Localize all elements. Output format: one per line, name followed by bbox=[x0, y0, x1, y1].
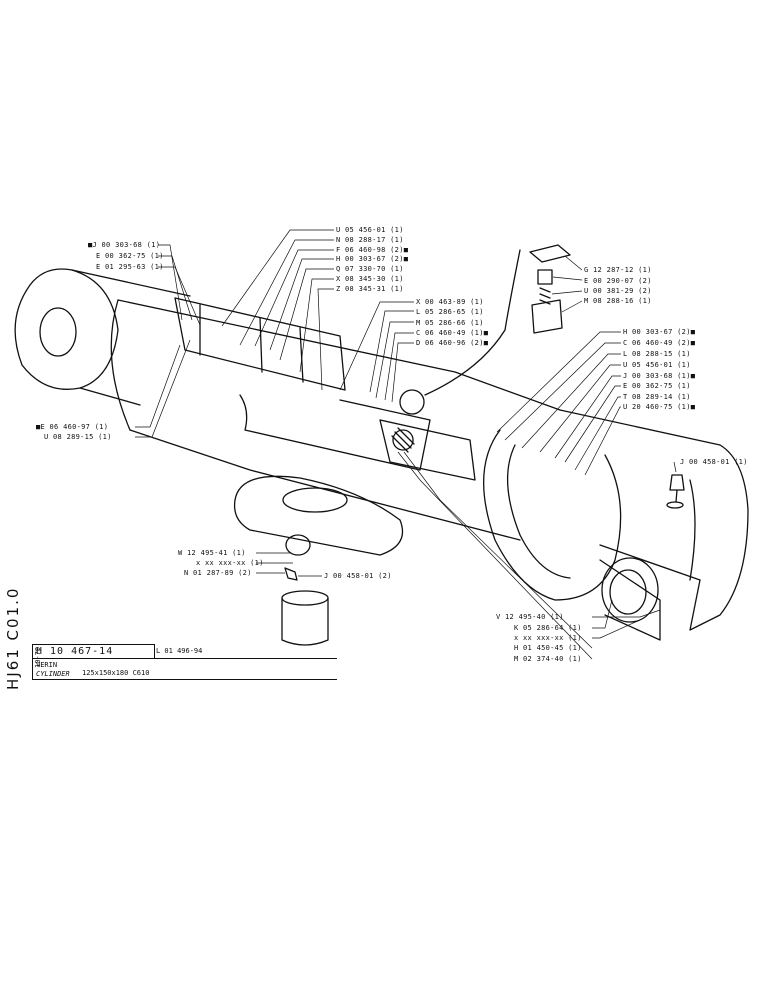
fitting-ring bbox=[285, 534, 311, 556]
grease-spring bbox=[539, 287, 551, 305]
part-label: ■E 06 460-97 (1) bbox=[36, 423, 109, 431]
mount-eye bbox=[233, 475, 404, 556]
rod-eye-outer bbox=[14, 268, 119, 390]
part-label: H 00 303-67 (2)■ bbox=[336, 255, 409, 263]
part-label: E 01 295-63 (1) bbox=[96, 263, 164, 271]
rod-body-right bbox=[559, 409, 721, 581]
part-label: x xx xxx-xx (1) bbox=[196, 559, 264, 567]
part-label: M 08 288-16 (1) bbox=[584, 297, 652, 305]
gland-housing bbox=[174, 297, 346, 391]
part-label: C 06 460-49 (2)■ bbox=[623, 339, 696, 347]
part-label: ■J 00 303-68 (1) bbox=[88, 241, 161, 249]
detail-circle bbox=[399, 389, 425, 415]
barrel-outline-left bbox=[110, 299, 131, 431]
part-label: X 08 345-30 (1) bbox=[336, 275, 404, 283]
part-name-fr: VERIN bbox=[36, 661, 58, 669]
grease-block bbox=[531, 299, 563, 334]
part-label: Z 08 345-31 (1) bbox=[336, 285, 404, 293]
part-label: U 20 460-75 (1)■ bbox=[623, 403, 696, 411]
part-label: D 06 460-96 (2)■ bbox=[416, 339, 489, 347]
part-label: T 08 289-14 (1) bbox=[623, 393, 691, 401]
grease-nipple-low bbox=[284, 567, 298, 581]
part-label: W 12 495-41 (1) bbox=[178, 549, 246, 557]
part-label: H 00 303-67 (2)■ bbox=[623, 328, 696, 336]
part-label: C 06 460-49 (1)■ bbox=[416, 329, 489, 337]
part-label: x xx xxx-xx (1) bbox=[514, 634, 582, 642]
part-spec: 125x150x180 C610 bbox=[82, 669, 150, 677]
part-label: M 02 374-40 (1) bbox=[514, 655, 582, 663]
rod-eye-bore bbox=[39, 307, 77, 357]
part-label: F 06 460-98 (2)■ bbox=[336, 246, 409, 254]
rod-body bbox=[71, 269, 191, 406]
part-label: U 05 456-01 (1) bbox=[336, 226, 404, 234]
grease-nut bbox=[537, 269, 553, 285]
part-label: U 08 289-15 (1) bbox=[44, 433, 112, 441]
part-label: L 08 288-15 (1) bbox=[623, 350, 691, 358]
part-label: X 00 463-89 (1) bbox=[416, 298, 484, 306]
head-flange bbox=[482, 429, 622, 601]
part-label: J 00 303-68 (1)■ bbox=[623, 372, 696, 380]
part-label: E 00 290-07 (2) bbox=[584, 277, 652, 285]
part-label: E 00 362-75 (1) bbox=[623, 382, 691, 390]
grease-nipple-right bbox=[669, 474, 685, 491]
part-label: N 08 288-17 (1) bbox=[336, 236, 404, 244]
barrel-bottom-edge bbox=[129, 429, 521, 541]
part-label: K 05 286-64 (1) bbox=[514, 624, 582, 632]
pin-eye bbox=[601, 557, 659, 623]
part-label: V 12 495-40 (1) bbox=[496, 613, 564, 621]
piston-block bbox=[379, 419, 476, 481]
bush-body bbox=[281, 597, 329, 646]
alt-reference: L 01 496-94 bbox=[156, 647, 203, 655]
part-label: H 01 450-45 (1) bbox=[514, 644, 582, 652]
part-label: N 01 287-89 (2) bbox=[184, 569, 252, 577]
end-cap bbox=[689, 444, 749, 631]
part-label: L 05 286-65 (1) bbox=[416, 308, 484, 316]
part-label: Q 07 330-70 (1) bbox=[336, 265, 404, 273]
bush-top bbox=[281, 590, 329, 606]
part-label: G 12 287-12 (1) bbox=[584, 266, 652, 274]
grease-cap bbox=[529, 244, 571, 263]
document-code: HJ61 C01.0 bbox=[4, 586, 22, 690]
bottom-nipple-label: J 00 458-01 (2) bbox=[324, 572, 392, 580]
part-label: U 05 456-01 (1) bbox=[623, 361, 691, 369]
cutaway-section bbox=[239, 394, 431, 471]
barrel-top-edge bbox=[117, 299, 561, 411]
title-block: H 10 467-14 L 01 496-94 VERIN CYLINDER 1… bbox=[32, 644, 337, 680]
grease-nipple-label: J 00 458-01 (1) bbox=[680, 458, 748, 466]
part-label: U 00 381-29 (2) bbox=[584, 287, 652, 295]
reference-number: H 10 467-14 bbox=[36, 646, 114, 657]
part-label: E 00 362-75 (1) bbox=[96, 252, 164, 260]
part-name-en: CYLINDER bbox=[36, 670, 70, 678]
part-label: M 05 286-66 (1) bbox=[416, 319, 484, 327]
spring-coil bbox=[392, 429, 414, 451]
